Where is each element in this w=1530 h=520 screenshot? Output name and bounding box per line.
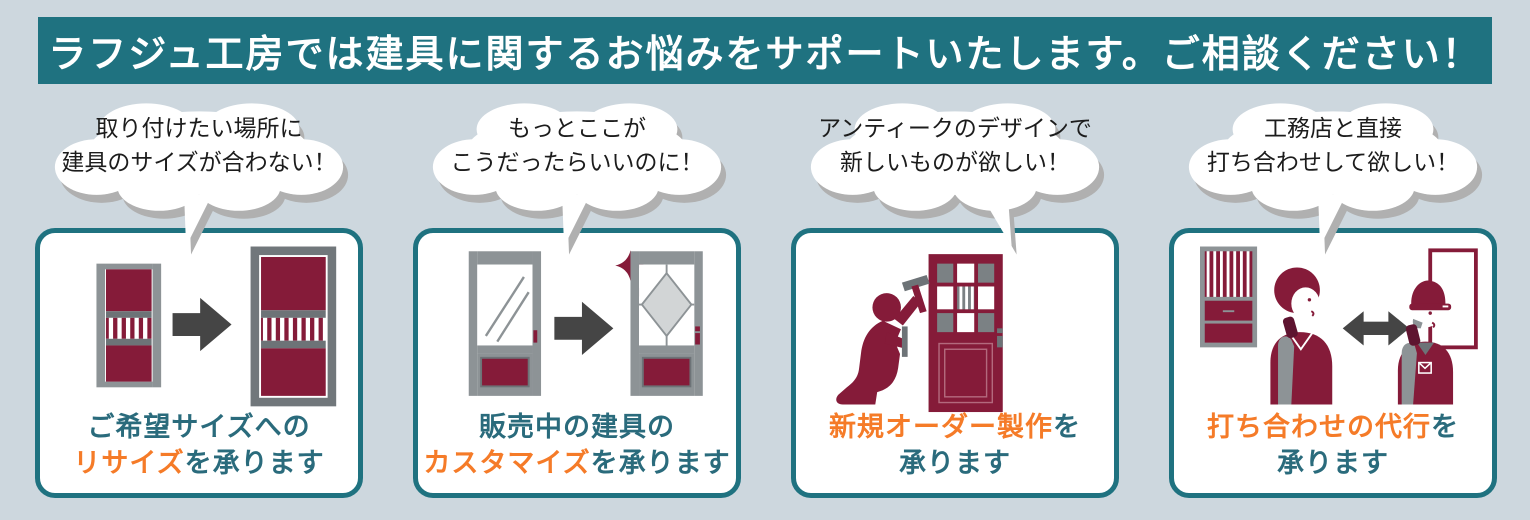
bubble-line: もっとここが bbox=[508, 115, 646, 141]
header-banner: ラフジュ工房では建具に関するお悩みをサポートいたします。ご相談ください！ bbox=[38, 17, 1492, 84]
caption-highlight: 新規オーダー製作 bbox=[829, 412, 1053, 442]
hammer-icon bbox=[911, 284, 927, 314]
caption-text: 承ります bbox=[899, 448, 1011, 478]
bubble-text: アンティークのデザインで 新しいものが欲しい！ bbox=[791, 111, 1119, 179]
service-caption: 新規オーダー製作を 承ります bbox=[796, 409, 1114, 481]
cloud-bubble-shape bbox=[1188, 103, 1483, 255]
door-resize-illustration bbox=[96, 246, 337, 407]
cloud-bubble-shape bbox=[54, 103, 349, 255]
caption-highlight: 打ち合わせの代行 bbox=[1207, 412, 1431, 442]
speech-bubble: もっとここが こうだったらいいのに！ bbox=[413, 95, 741, 255]
door-before bbox=[96, 263, 162, 388]
panel-customize: もっとここが こうだったらいいのに！ bbox=[413, 95, 741, 500]
service-card-new-order: 新規オーダー製作を 承ります bbox=[791, 228, 1119, 498]
caption-text: を承ります bbox=[590, 448, 731, 478]
cabinet bbox=[1200, 246, 1258, 348]
caption-highlight: リサイズ bbox=[73, 448, 185, 478]
panel-resize: 取り付けたい場所に 建具のサイズが合わない！ bbox=[35, 95, 363, 500]
bubble-text: 取り付けたい場所に 建具のサイズが合わない！ bbox=[35, 111, 363, 179]
service-caption: ご希望サイズへの リサイズを承ります bbox=[40, 409, 358, 481]
arrow-both-icon bbox=[1342, 311, 1410, 346]
speech-bubble: 工務店と直接 打ち合わせして欲しい！ bbox=[1169, 95, 1497, 255]
bubble-line: 工務店と直接 bbox=[1264, 115, 1402, 141]
bubble-text: もっとここが こうだったらいいのに！ bbox=[413, 111, 741, 179]
speech-bubble: アンティークのデザインで 新しいものが欲しい！ bbox=[791, 95, 1119, 255]
bubble-line: 新しいものが欲しい！ bbox=[840, 149, 1070, 175]
caption-text: を bbox=[1431, 412, 1459, 442]
antique-door bbox=[928, 254, 1003, 413]
door-after bbox=[250, 246, 337, 407]
arrow-right-icon bbox=[554, 301, 614, 355]
craftsman-door-illustration bbox=[836, 254, 1003, 413]
hammer-icon bbox=[901, 275, 930, 292]
service-caption: 打ち合わせの代行を 承ります bbox=[1174, 409, 1492, 481]
service-card-customize: 販売中の建具の カスタマイズを承ります bbox=[413, 228, 741, 498]
service-card-resize: ご希望サイズへの リサイズを承ります bbox=[35, 228, 363, 498]
door-customize-illustration bbox=[468, 250, 703, 396]
panel-meeting-proxy: 工務店と直接 打ち合わせして欲しい！ bbox=[1169, 95, 1497, 500]
bubble-line: 打ち合わせして欲しい！ bbox=[1206, 149, 1460, 175]
phone-call-illustration bbox=[1200, 246, 1478, 405]
bubble-text: 工務店と直接 打ち合わせして欲しい！ bbox=[1169, 111, 1497, 179]
header-title: ラフジュ工房では建具に関するお悩みをサポートいたします。ご相談ください！ bbox=[48, 34, 1482, 76]
arrow-right-icon bbox=[172, 297, 232, 352]
contractor-figure bbox=[1397, 280, 1454, 405]
caption-highlight: カスタマイズ bbox=[423, 448, 591, 478]
bubble-line: アンティークのデザインで bbox=[818, 115, 1092, 141]
caption-text: 承ります bbox=[1277, 448, 1389, 478]
bubble-line: 建具のサイズが合わない！ bbox=[61, 149, 337, 175]
speech-bubble: 取り付けたい場所に 建具のサイズが合わない！ bbox=[35, 95, 363, 255]
caption-text: を承ります bbox=[184, 448, 325, 478]
glass-door-before bbox=[468, 251, 542, 396]
caption-text: 販売中の建具の bbox=[479, 412, 675, 442]
craftsman-figure bbox=[836, 275, 930, 405]
glass-door-after bbox=[630, 251, 703, 396]
shop-staff-figure bbox=[1270, 267, 1333, 405]
bubble-line: こうだったらいいのに！ bbox=[450, 149, 704, 175]
service-card-meeting-proxy: 打ち合わせの代行を 承ります bbox=[1169, 228, 1497, 498]
cloud-bubble-shape bbox=[432, 103, 727, 255]
caption-text: を bbox=[1053, 412, 1081, 442]
caption-text: ご希望サイズへの bbox=[87, 412, 311, 442]
panel-new-order: アンティークのデザインで 新しいものが欲しい！ bbox=[791, 95, 1119, 500]
bubble-line: 取り付けたい場所に bbox=[95, 115, 303, 141]
cloud-bubble-shape bbox=[810, 103, 1105, 255]
service-caption: 販売中の建具の カスタマイズを承ります bbox=[418, 409, 736, 481]
